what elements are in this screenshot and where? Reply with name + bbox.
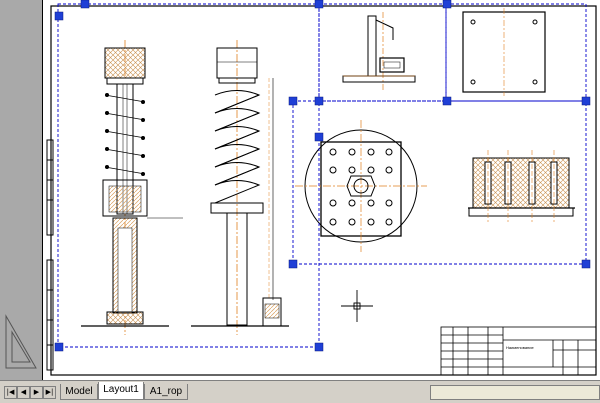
title-block [440,326,597,376]
left-margin-stamp [46,139,54,371]
plate-plan-view [462,8,546,96]
first-tab-button[interactable]: |◀ [4,386,17,399]
grip[interactable] [581,96,591,106]
horizontal-scrollbar[interactable] [430,385,600,400]
flange-plan-view [295,120,427,252]
crosshair-cursor-icon [341,290,373,322]
grip[interactable] [314,96,324,106]
last-tab-button[interactable]: ▶| [43,386,56,399]
drawing-canvas[interactable]: Наименование [43,0,600,380]
grip[interactable] [581,259,591,269]
next-tab-icon: ▶ [33,388,40,396]
grip[interactable] [442,96,452,106]
tab-a1-rop[interactable]: A1_rop [144,384,188,400]
tab-model[interactable]: Model [60,384,98,400]
grip[interactable] [54,11,64,21]
sheet-frame [50,5,597,376]
first-tab-icon: |◀ [6,388,15,396]
bracket-detail-view [342,12,416,92]
tab-layout1[interactable]: Layout1 [98,382,144,400]
grip[interactable] [288,259,298,269]
grip[interactable] [314,0,324,9]
viewport-left[interactable] [57,3,320,348]
selection-grips[interactable] [54,0,591,352]
ucs-icon [5,314,37,369]
prev-tab-button[interactable]: ◀ [17,386,30,399]
strut-elevation-view [191,40,289,335]
prev-tab-icon: ◀ [20,388,27,396]
grip[interactable] [314,342,324,352]
grip[interactable] [442,0,452,9]
layout-paper-space[interactable]: Наименование [42,0,600,380]
strut-section-view [81,40,183,335]
bolted-block-section [468,150,575,222]
viewport-bracket[interactable] [318,3,447,102]
grip[interactable] [80,0,90,9]
viewport-plate[interactable] [445,3,587,102]
grip[interactable] [54,342,64,352]
viewport-frames[interactable] [57,3,587,348]
last-tab-icon: ▶| [45,388,54,396]
viewport-right[interactable] [292,100,587,265]
grip[interactable] [314,132,324,142]
grip[interactable] [288,96,298,106]
layout-tab-bar: |◀ ◀ ▶ ▶| Model Layout1 A1_rop [0,380,600,403]
title-block-name: Наименование [506,345,535,350]
next-tab-button[interactable]: ▶ [30,386,43,399]
